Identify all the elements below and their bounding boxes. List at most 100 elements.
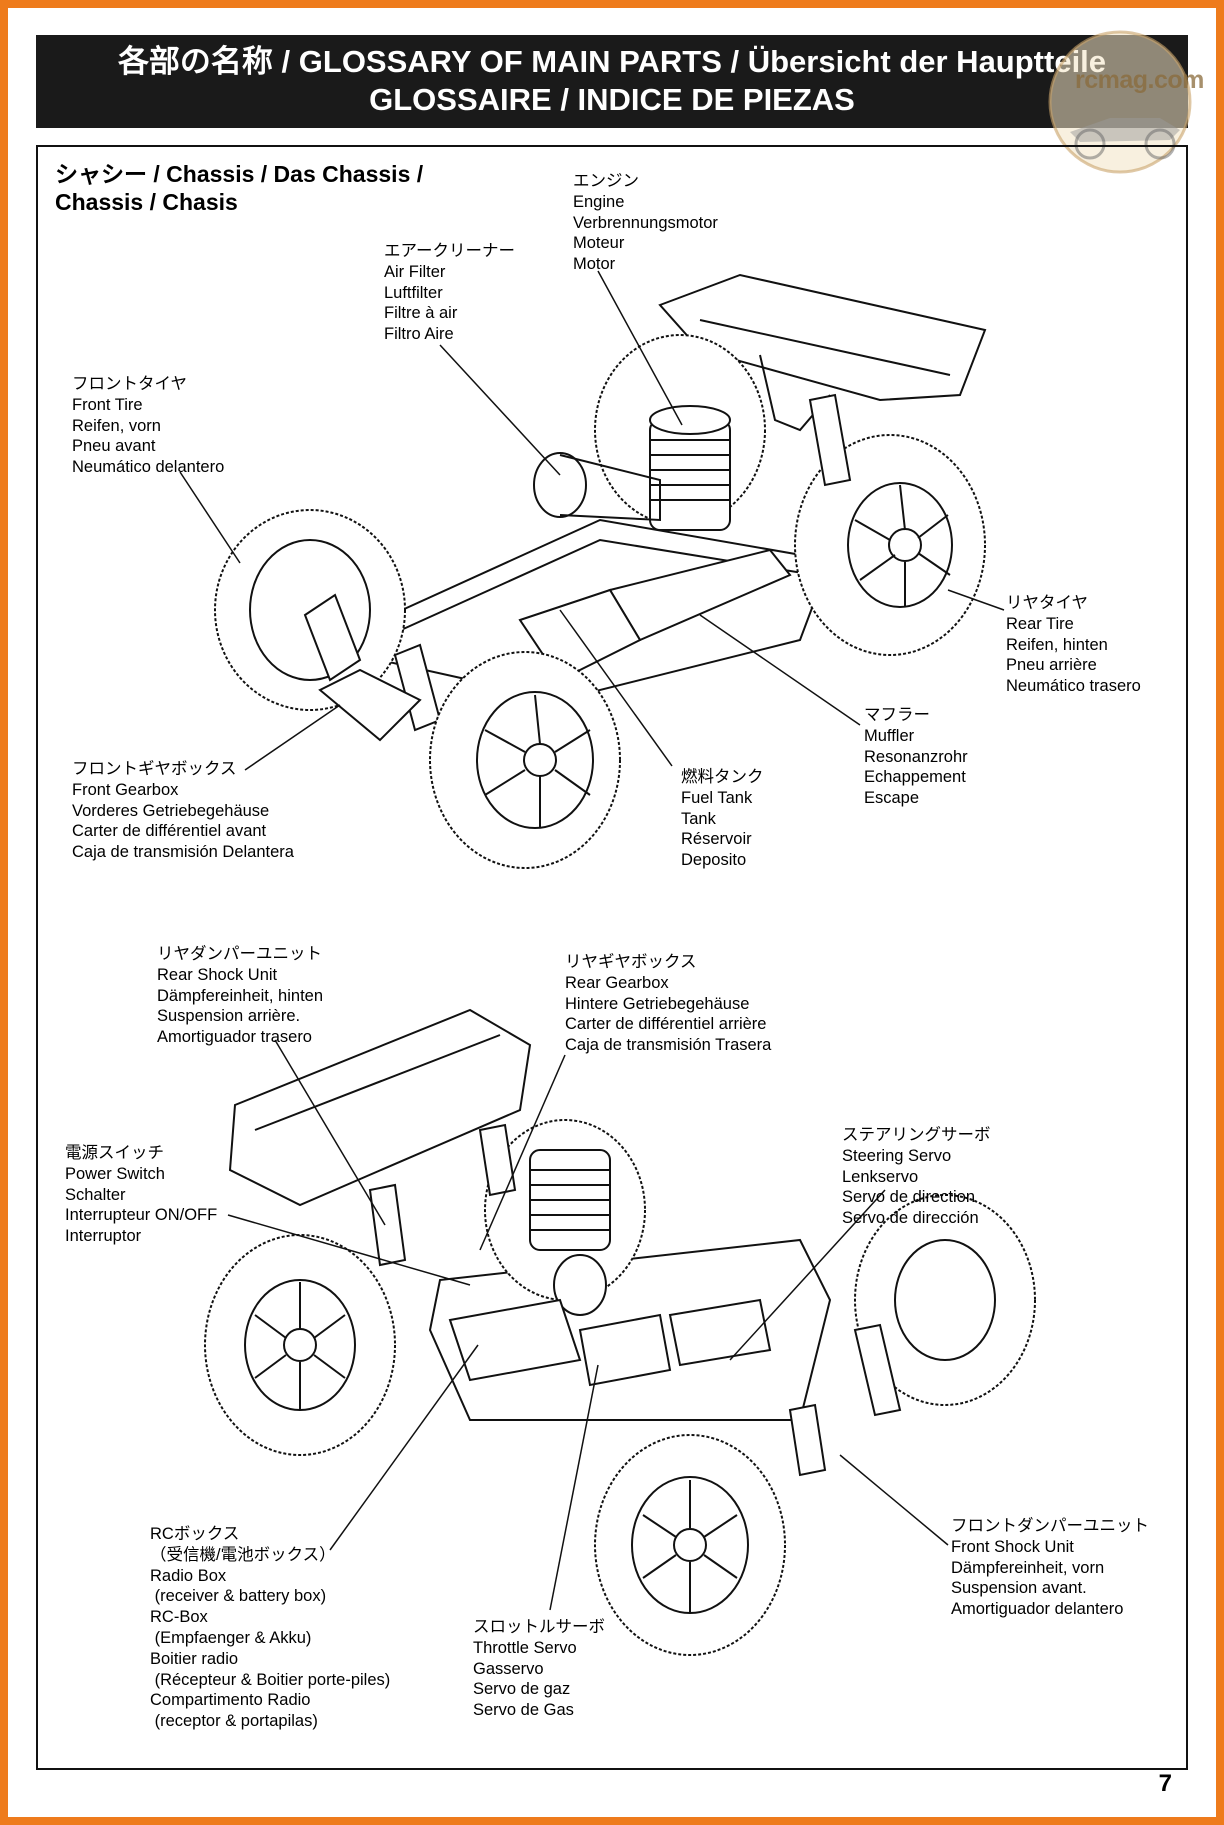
label-line: Caja de transmisión Delantera [72,843,294,862]
label-line: (Récepteur & Boitier porte-piles) [150,1670,391,1689]
label-line: Filtro Aire [384,325,454,344]
chassis-section-title: シャシー / Chassis / Das Chassis / Chassis /… [55,160,423,216]
label-line: Fuel Tank [681,788,753,807]
label-line: リヤダンパーユニット [157,945,322,963]
label-line: Dämpfereinheit, vorn [951,1558,1105,1577]
label-fuel-tank: 燃料タンク Fuel Tank Tank Réservoir Deposito [681,767,764,871]
content-box [36,145,1188,1770]
label-line: Caja de transmisión Trasera [565,1036,772,1055]
label-line: (receptor & portapilas) [150,1712,318,1731]
label-line: RCボックス [150,1525,240,1543]
label-line: Carter de différentiel arrière [565,1015,767,1034]
label-line: Servo de Gas [473,1701,574,1720]
label-line: Verbrennungsmotor [573,213,718,232]
label-line: Echappement [864,768,966,787]
label-line: スロットルサーボ [473,1618,605,1636]
label-line: Filtre à air [384,304,458,323]
label-line: Neumático delantero [72,458,225,477]
label-line: Rear Shock Unit [157,965,278,984]
label-line: Dämpfereinheit, hinten [157,986,324,1005]
top-car-drawing [214,273,987,869]
label-line: フロントタイヤ [72,375,188,393]
label-rear-gearbox: リヤギヤボックス Rear Gearbox Hintere Getriebege… [565,952,771,1056]
label-line: Réservoir [681,830,752,849]
label-line: Front Tire [72,395,143,414]
label-line: フロントギヤボックス [72,760,237,778]
label-line: Moteur [573,234,625,253]
label-line: リヤギヤボックス [565,953,697,971]
chassis-title-line2: Chassis / Chasis [55,189,238,215]
label-line: Rear Tire [1006,614,1074,633]
label-line: Steering Servo [842,1146,952,1165]
label-front-gearbox: フロントギヤボックス Front Gearbox Vorderes Getrie… [72,759,294,863]
label-line: Schalter [65,1185,126,1204]
label-line: Motor [573,255,616,274]
label-line: Escape [864,789,920,808]
label-power-switch: 電源スイッチ Power Switch Schalter Interrupteu… [65,1143,217,1247]
label-line: Gasservo [473,1659,544,1678]
label-line: Vorderes Getriebegehäuse [72,801,270,820]
label-steering-servo: ステアリングサーボ Steering Servo Lenkservo Servo… [842,1125,991,1229]
label-front-tire: フロントタイヤ Front Tire Reifen, vorn Pneu ava… [72,374,224,478]
label-line: Lenkservo [842,1167,919,1186]
label-front-shock: フロントダンパーユニット Front Shock Unit Dämpferein… [951,1516,1149,1620]
label-line: ステアリングサーボ [842,1126,991,1144]
label-line: Servo de dirección [842,1209,979,1228]
label-line: Suspension avant. [951,1579,1087,1598]
label-line: (receiver & battery box) [150,1587,327,1606]
label-line: エアークリーナー [384,242,516,260]
label-line: Muffler [864,726,915,745]
label-line: Reifen, hinten [1006,635,1108,654]
label-line: Interrupteur ON/OFF [65,1206,218,1225]
label-line: リヤタイヤ [1006,594,1089,612]
label-line: フロントダンパーユニット [951,1517,1149,1535]
label-line: Pneu avant [72,437,156,456]
label-line: Air Filter [384,262,446,281]
label-line: Deposito [681,851,747,870]
label-line: Suspension arrière. [157,1007,301,1026]
bottom-car-drawing [204,1008,1036,1656]
label-line: (Empfaenger & Akku) [150,1628,312,1647]
label-line: Compartimento Radio [150,1691,311,1710]
label-line: Throttle Servo [473,1638,577,1657]
label-line: Luftfilter [384,283,443,302]
label-line: マフラー [864,706,930,724]
label-line: エンジン [573,172,639,190]
label-line: Rear Gearbox [565,973,669,992]
label-line: Tank [681,809,716,828]
label-line: Engine [573,192,625,211]
label-line: 燃料タンク [681,768,764,786]
label-line: RC-Box [150,1608,208,1627]
label-line: Neumático trasero [1006,677,1141,696]
label-line: Pneu arrière [1006,656,1097,675]
label-line: Servo de gaz [473,1680,571,1699]
label-line: Carter de différentiel avant [72,822,267,841]
label-line: Interruptor [65,1227,142,1246]
label-muffler: マフラー Muffler Resonanzrohr Echappement Es… [864,705,968,809]
label-line: Amortiguador trasero [157,1028,312,1047]
label-line: Resonanzrohr [864,747,968,766]
header-title-line1: 各部の名称 / GLOSSARY OF MAIN PARTS / Übersic… [117,44,1107,79]
label-line: 電源スイッチ [65,1144,164,1162]
label-throttle-servo: スロットルサーボ Throttle Servo Gasservo Servo d… [473,1617,605,1721]
label-line: Front Gearbox [72,780,179,799]
label-line: Servo de direction [842,1188,975,1207]
watermark-logo [1048,30,1192,174]
header-banner: 各部の名称 / GLOSSARY OF MAIN PARTS / Übersic… [36,35,1188,128]
label-line: Reifen, vorn [72,416,161,435]
label-line: Amortiguador delantero [951,1600,1124,1619]
label-air-filter: エアークリーナー Air Filter Luftfilter Filtre à … [384,241,515,345]
label-rear-tire: リヤタイヤ Rear Tire Reifen, hinten Pneu arri… [1006,593,1141,697]
label-engine: エンジン Engine Verbrennungsmotor Moteur Mot… [573,171,718,275]
watermark-text: rcmag.com [1075,66,1204,94]
label-radio-box: RCボックス （受信機/電池ボックス） Radio Box (receiver … [150,1524,390,1732]
header-title-line2: GLOSSAIRE / INDICE DE PIEZAS [369,82,855,117]
label-line: Front Shock Unit [951,1537,1074,1556]
label-rear-shock: リヤダンパーユニット Rear Shock Unit Dämpfereinhei… [157,944,323,1048]
top-leader-lines [179,270,1005,771]
bottom-leader-lines [227,1039,949,1611]
label-line: Boitier radio [150,1649,239,1668]
label-line: （受信機/電池ボックス） [150,1545,336,1564]
